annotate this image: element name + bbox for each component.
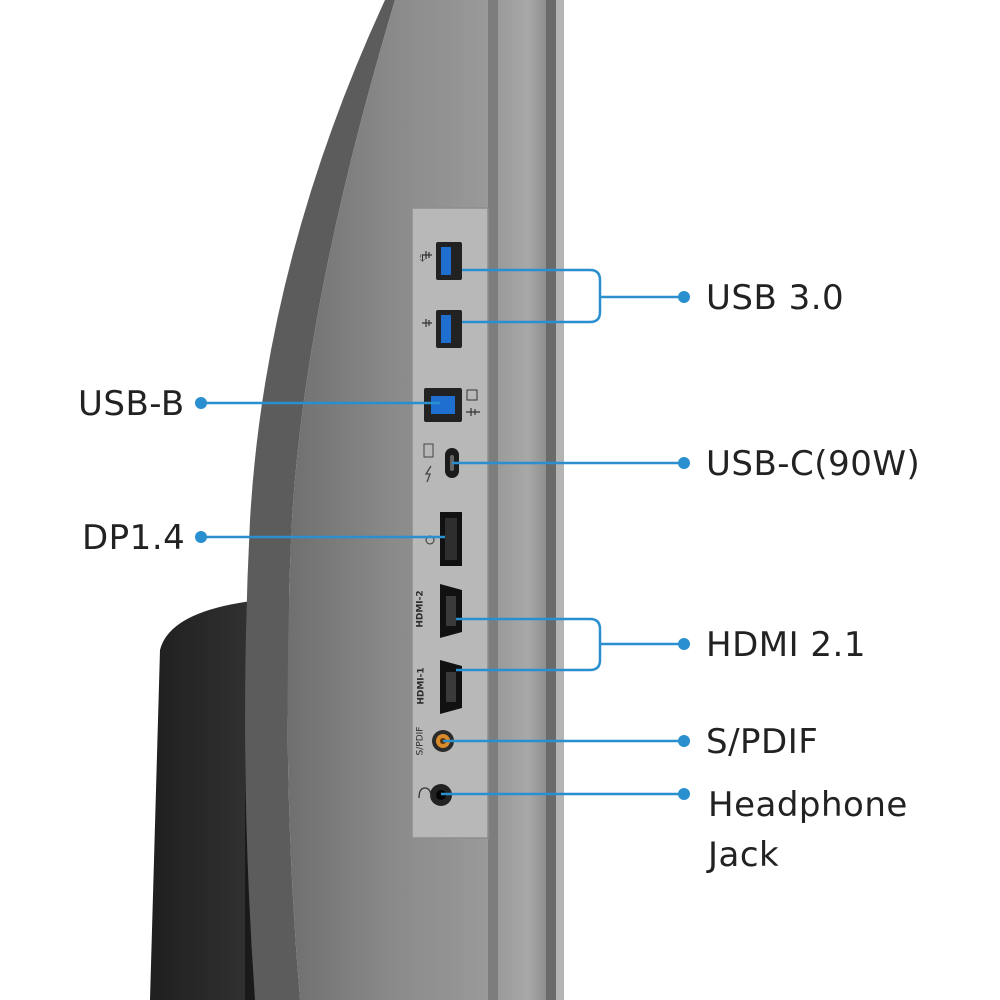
label-usb30: USB 3.0 <box>706 278 845 318</box>
callout-dot <box>678 788 690 800</box>
callout-dot <box>195 531 207 543</box>
hdmi2-marking: HDMI-2 <box>415 590 426 628</box>
callout-dot <box>678 638 690 650</box>
hdmi-1-port <box>440 660 462 714</box>
svg-text:⭉: ⭉ <box>417 254 428 262</box>
callout-dot <box>678 291 690 303</box>
callout-dots <box>195 291 690 800</box>
label-headphone: Headphone Jack <box>708 785 908 875</box>
usb3-port-bottom <box>436 310 462 348</box>
callout-lines <box>202 268 684 796</box>
label-spdif: S/PDIF <box>706 722 819 762</box>
label-hdmi: HDMI 2.1 <box>706 625 866 665</box>
displayport-port <box>425 512 462 566</box>
usb3-port-top: ⭉ <box>417 242 462 280</box>
usb-symbol-icon <box>422 251 432 327</box>
label-usbc: USB-C(90W) <box>706 444 921 484</box>
hdmi1-marking: HDMI-1 <box>416 667 427 705</box>
usb-b-port <box>424 388 480 422</box>
callout-dot <box>678 735 690 747</box>
spdif-marking: S/PDIF <box>415 726 426 756</box>
hdmi-2-port <box>440 584 462 638</box>
callout-dot <box>678 457 690 469</box>
monitor-bezel <box>488 0 564 1000</box>
label-dp: DP1.4 <box>82 518 186 558</box>
callout-dot <box>195 397 207 409</box>
label-usbb: USB-B <box>78 384 185 424</box>
